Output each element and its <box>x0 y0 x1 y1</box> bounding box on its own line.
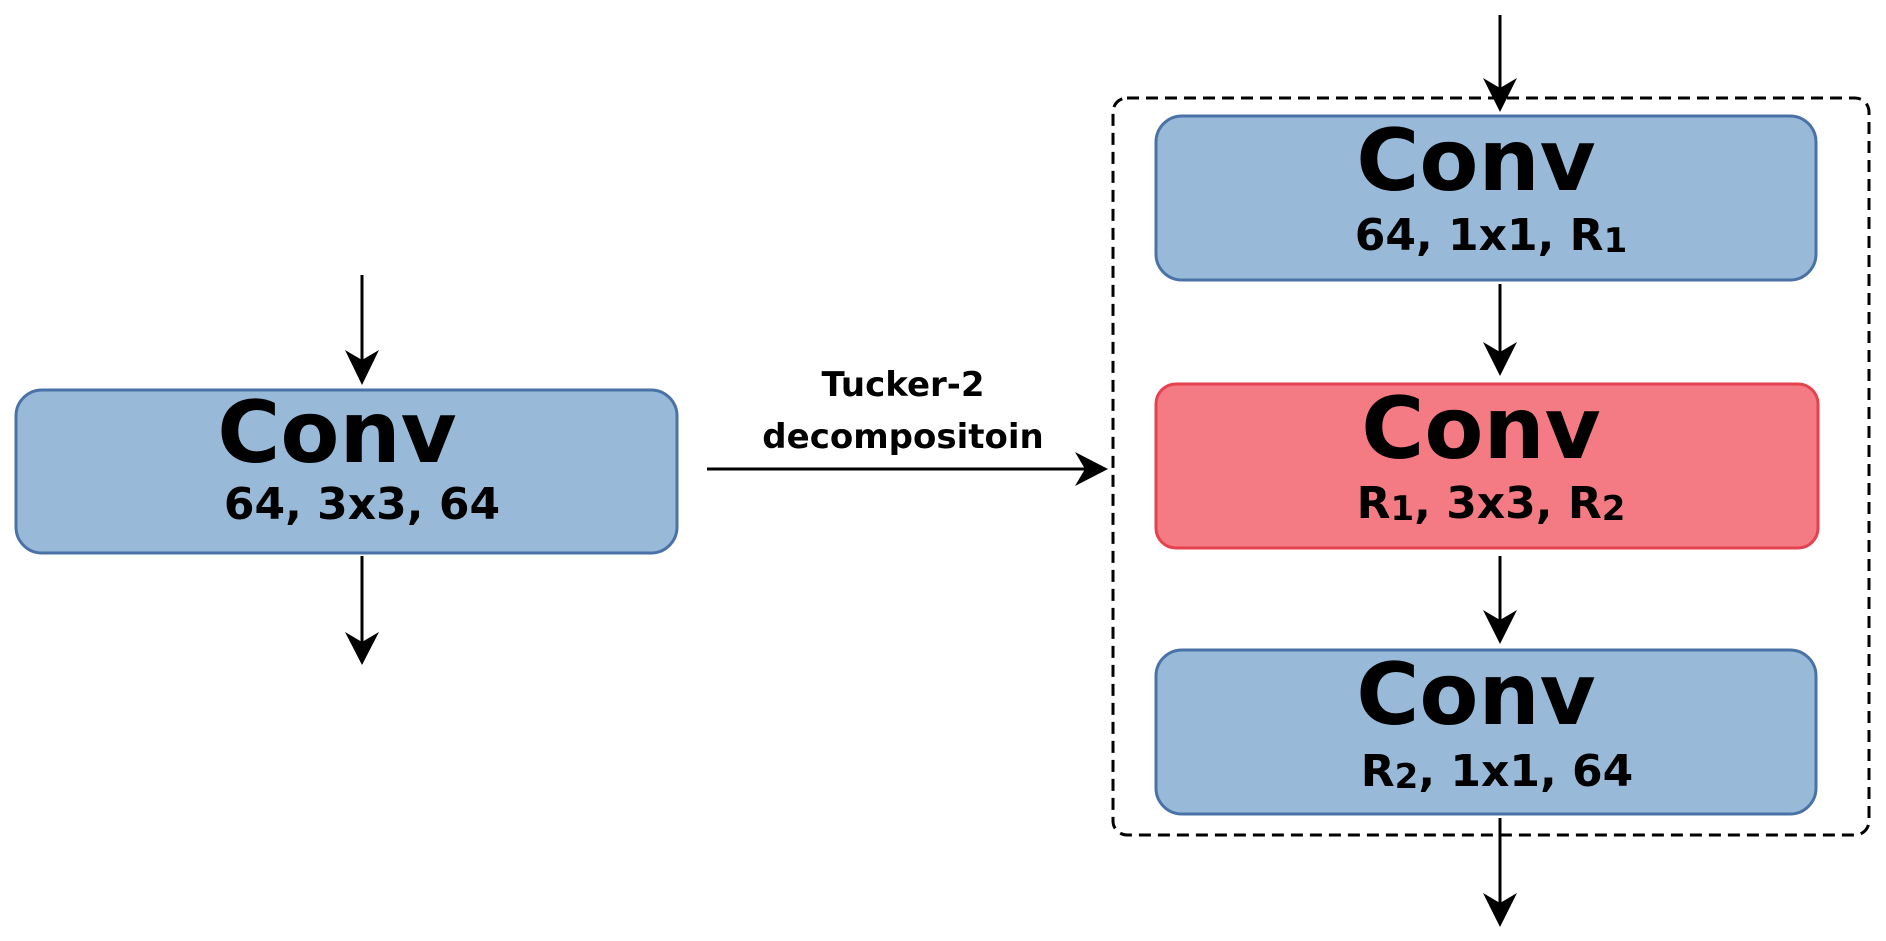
arrowhead-block1-to-block2 <box>1483 342 1517 376</box>
conv-block-1x1-reduce <box>1154 114 1818 282</box>
input-arrowhead-left <box>345 350 379 385</box>
conv-block-1x1-restore-params: R2, 1x1, 64 <box>1361 746 1633 797</box>
rank-subscript: 2 <box>1602 489 1626 529</box>
input-arrowhead-right <box>1483 78 1517 112</box>
output-arrowhead-left <box>345 632 379 665</box>
conv-block-1x1-restore-title: Conv <box>1356 645 1595 745</box>
transform-arrowhead <box>1075 452 1108 486</box>
param-text: , 1x1, 64 <box>1418 746 1633 797</box>
conv-block-1x1-reduce-title: Conv <box>1356 111 1595 211</box>
conv-block-3x3-core <box>1154 382 1820 550</box>
arrowhead-block2-to-block3 <box>1483 610 1517 644</box>
conv-block-3x3-core-title: Conv <box>1361 379 1600 479</box>
conv-block-1x1-reduce-params: 64, 1x1, R1 <box>1355 210 1627 261</box>
param-text: R <box>1357 478 1391 529</box>
original-conv-title: Conv <box>217 383 456 483</box>
original-conv-block <box>14 388 679 555</box>
rank-subscript: 2 <box>1395 757 1419 797</box>
original-conv-params: 64, 3x3, 64 <box>224 479 500 530</box>
conv-block-1x1-restore <box>1154 648 1818 816</box>
rank-subscript: 1 <box>1390 489 1414 529</box>
param-text: 64, 1x1, R <box>1355 210 1604 261</box>
decomposed-group-border <box>1111 96 1871 837</box>
conv-block-3x3-core-params: R1, 3x3, R2 <box>1357 478 1626 529</box>
rank-subscript: 1 <box>1604 221 1628 261</box>
transform-label-line1: Tucker-2 <box>821 365 984 405</box>
output-arrowhead-right <box>1483 893 1517 927</box>
param-text: , 3x3, R <box>1414 478 1602 529</box>
param-text: R <box>1361 746 1395 797</box>
transform-label-line2: decompositoin <box>762 417 1043 457</box>
